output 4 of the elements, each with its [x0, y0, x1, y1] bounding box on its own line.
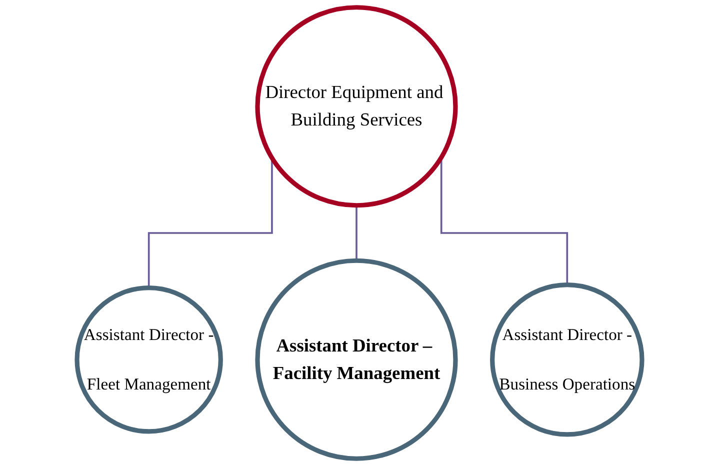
node-circle	[74, 286, 223, 434]
node-circle	[255, 258, 458, 461]
node-circle	[490, 282, 644, 437]
node-circle	[255, 5, 458, 208]
